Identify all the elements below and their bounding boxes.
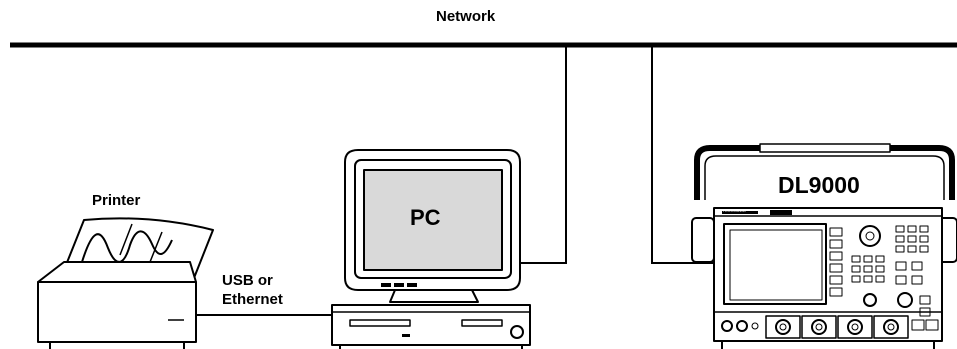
dl9000-label: DL9000 [778,172,860,198]
dl9000-instrument-icon [691,143,957,349]
connection-label-line2: Ethernet [222,291,283,308]
dl9000-network-cable [651,45,715,264]
connection-label-line1: USB or [222,272,273,289]
pc-network-cable [521,45,567,264]
pc-label: PC [410,205,441,230]
pc-icon [331,149,531,349]
network-label: Network [436,8,496,25]
printer-icon [37,217,214,349]
dl9000-brand-label: YOKOGAWA [722,208,746,213]
pc-screen [363,169,503,271]
printer-label: Printer [92,192,141,209]
